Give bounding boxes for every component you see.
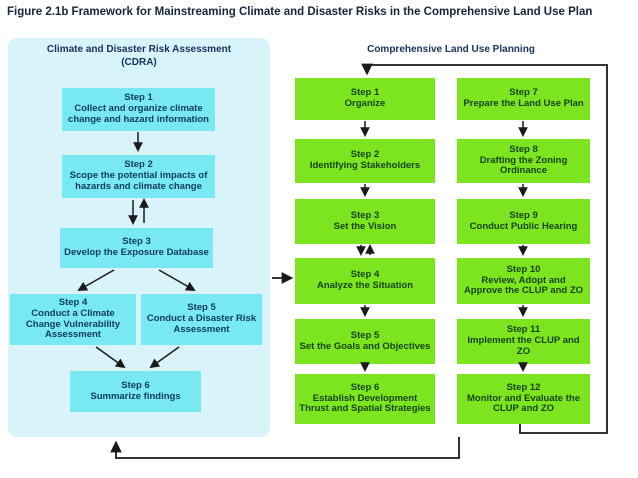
cdra-step-2-box: Step 2 Scope the potential impacts of ha… bbox=[62, 155, 215, 198]
step-text: Organize bbox=[344, 98, 386, 110]
feedback-line-clup-to-cdra bbox=[110, 437, 460, 459]
clup-step-10-box: Step 10 Review, Adopt and Approve the CL… bbox=[457, 258, 590, 304]
step-label: Step 1 bbox=[124, 92, 153, 104]
step-label: Step 4 bbox=[350, 269, 380, 281]
step-text: Analyze the Situation bbox=[316, 280, 414, 292]
step-text: Conduct Public Hearing bbox=[469, 220, 578, 232]
cdra-step-5-box: Step 5 Conduct a Disaster Risk Assessmen… bbox=[141, 294, 262, 345]
step-label: Step 6 bbox=[350, 381, 380, 393]
clup-step-7-box: Step 7 Prepare the Land Use Plan bbox=[457, 78, 590, 120]
cdra-step-1-box: Step 1 Collect and organize climate chan… bbox=[62, 88, 215, 131]
step-text: Monitor and Evaluate the CLUP and ZO bbox=[467, 392, 580, 415]
cdra-step-3-box: Step 3 Develop the Exposure Database bbox=[60, 228, 213, 268]
step-label: Step 1 bbox=[350, 87, 380, 99]
step-label: Step 2 bbox=[350, 149, 380, 161]
step-text: Prepare the Land Use Plan bbox=[463, 98, 584, 110]
step-text: Scope the potential impacts of hazards a… bbox=[69, 170, 208, 192]
step-text: Collect and organize climate change and … bbox=[68, 103, 209, 125]
clup-step-9-box: Step 9 Conduct Public Hearing bbox=[457, 199, 590, 244]
clup-step-5-box: Step 5 Set the Goals and Objectives bbox=[295, 319, 435, 364]
step-label: Step 9 bbox=[509, 209, 538, 221]
clup-step-4-box: Step 4 Analyze the Situation bbox=[295, 258, 435, 304]
step-text: Drafting the Zoning Ordinance bbox=[479, 154, 568, 177]
clup-step-2-box: Step 2 Identifying Stakeholders bbox=[295, 139, 435, 183]
step-text: Set the Vision bbox=[333, 220, 397, 232]
step-text: Develop the Exposure Database bbox=[64, 247, 209, 259]
step-label: Step 5 bbox=[187, 302, 216, 314]
step-text: Conduct a Disaster Risk Assessment bbox=[146, 313, 257, 335]
step-text: Summarize findings bbox=[90, 390, 181, 402]
clup-step-11-box: Step 11 Implement the CLUP and ZO bbox=[457, 319, 590, 364]
cdra-header-line1: Climate and Disaster Risk Assessment bbox=[46, 44, 232, 55]
step-label: Step 3 bbox=[350, 209, 380, 221]
clup-step-1-box: Step 1 Organize bbox=[295, 78, 435, 120]
step-text: Identifying Stakeholders bbox=[309, 160, 421, 172]
clup-step-3-box: Step 3 Set the Vision bbox=[295, 199, 435, 244]
cdra-panel-header: Climate and Disaster Risk Assessment (CD… bbox=[8, 44, 270, 69]
step-text: Establish Development Thrust and Spatial… bbox=[299, 392, 431, 415]
clup-section-header: Comprehensive Land Use Planning bbox=[367, 44, 535, 55]
step-text: Conduct a Climate Change Vulnerability A… bbox=[25, 308, 121, 341]
step-label: Step 5 bbox=[350, 329, 380, 341]
step-text: Implement the CLUP and ZO bbox=[467, 335, 580, 357]
step-text: Set the Goals and Objectives bbox=[299, 340, 431, 352]
cdra-step-6-box: Step 6 Summarize findings bbox=[70, 371, 201, 412]
step-label: Step 3 bbox=[122, 236, 151, 248]
clup-step-12-box: Step 12 Monitor and Evaluate the CLUP an… bbox=[457, 374, 590, 424]
step-label: Step 2 bbox=[124, 159, 153, 171]
step-label: Step 4 bbox=[58, 297, 88, 309]
cdra-step-4-box: Step 4 Conduct a Climate Change Vulnerab… bbox=[10, 294, 136, 345]
clup-step-6-box: Step 6 Establish Development Thrust and … bbox=[295, 374, 435, 424]
figure-title: Figure 2.1b Framework for Mainstreaming … bbox=[7, 6, 593, 18]
clup-step-8-box: Step 8 Drafting the Zoning Ordinance bbox=[457, 139, 590, 183]
step-label: Step 6 bbox=[121, 379, 150, 391]
cdra-header-line2: (CDRA) bbox=[121, 56, 157, 68]
step-text: Review, Adopt and Approve the CLUP and Z… bbox=[463, 274, 584, 297]
